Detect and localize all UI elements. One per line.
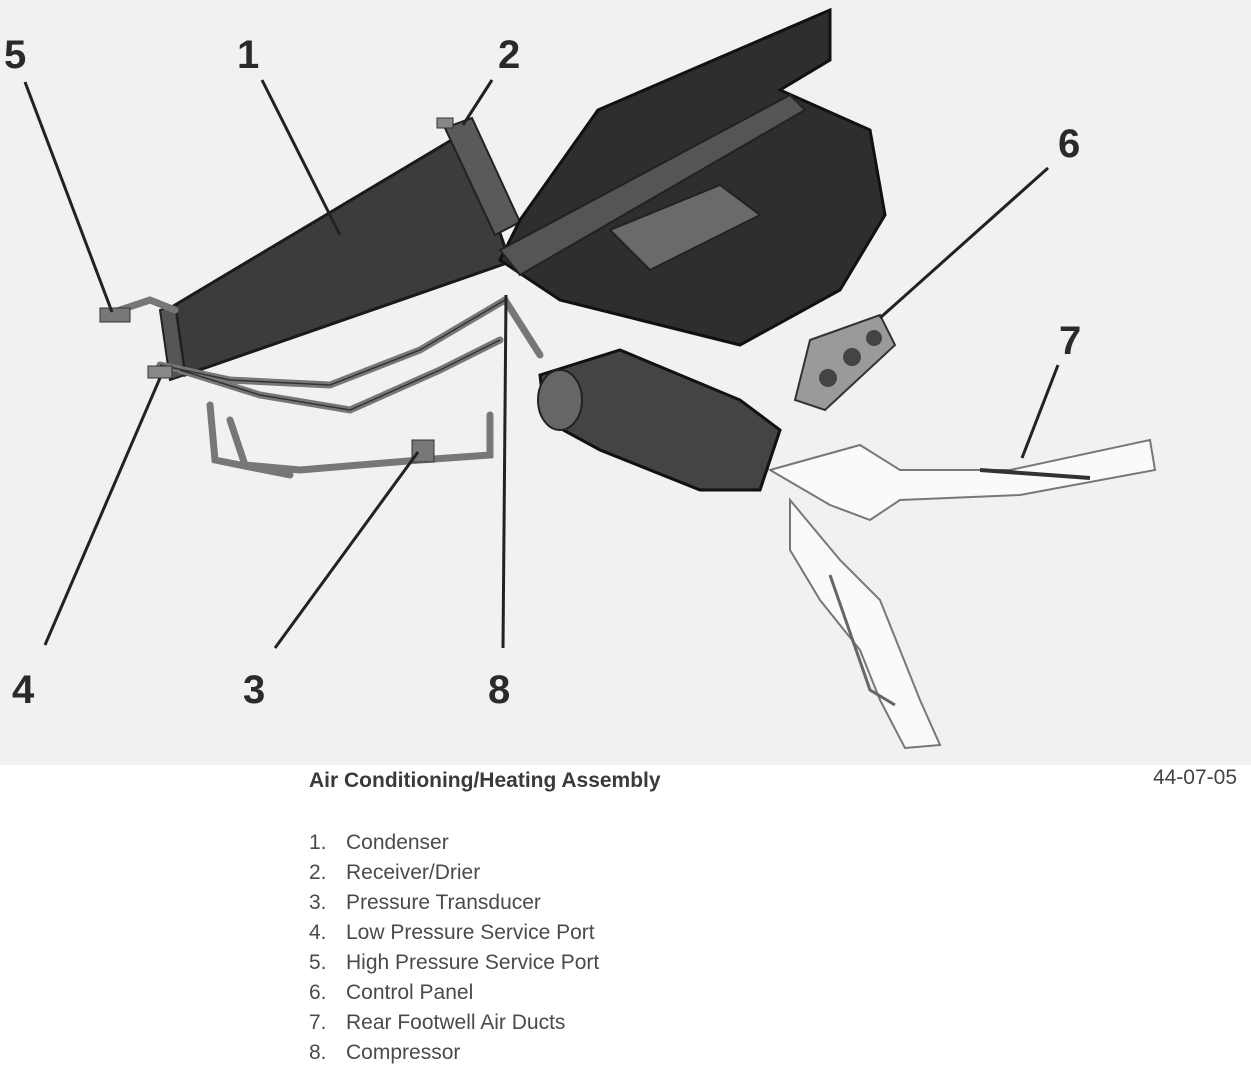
leader-line-8 [501,294,508,649]
legend-item-label: Condenser [346,831,449,854]
legend-item-label: Rear Footwell Air Ducts [346,1011,566,1034]
heater-box-shape [498,7,887,347]
legend-item: 6. Control Panel [309,978,599,1008]
callout-1: 1 [237,33,260,77]
assembly-drawing [23,7,1157,750]
figure-code: 44-07-05 [1152,766,1237,789]
leader-line-5 [23,81,114,313]
legend-item-label: Control Panel [346,981,474,1004]
low-pressure-port-shape [147,365,173,379]
pipe-outlines [159,299,506,411]
legend-item-number: 7. [309,1011,327,1034]
leader-line-1 [260,79,342,236]
assembly-illustration: 1 2 3 4 5 6 7 8 [0,0,1251,765]
legend-item-number: 8. [309,1041,327,1064]
legend-item-label: Receiver/Drier [346,861,481,884]
legend-item-number: 3. [309,891,327,914]
legend-list: 1. Condenser 2. Receiver/Drier 3. Pressure … [309,828,599,1068]
legend-item-label: High Pressure Service Port [346,951,600,974]
legend-item-label: Compressor [346,1041,461,1064]
condenser-shape [158,129,512,382]
callout-5: 5 [4,33,27,77]
leader-line-3 [273,451,420,649]
rear-footwell-air-ducts-shape [767,438,1157,750]
control-panel-shape [793,313,897,412]
legend-item: 7. Rear Footwell Air Ducts [309,1008,599,1038]
callout-4: 4 [12,668,35,712]
figure-caption: Air Conditioning/Heating Assembly [309,769,661,792]
legend-item: 2. Receiver/Drier [309,858,599,888]
legend-item-label: Low Pressure Service Port [346,921,595,944]
high-pressure-port-shape [99,307,131,323]
leader-line-2 [461,79,494,126]
leader-lines [23,79,1060,649]
legend-item-number: 5. [309,951,327,974]
leader-line-4 [43,377,162,646]
leader-line-6 [879,166,1049,320]
legend-item-number: 6. [309,981,327,1004]
legend-item: 3. Pressure Transducer [309,888,599,918]
legend-item-number: 4. [309,921,327,944]
callout-3: 3 [243,668,266,712]
legend-item: 1. Condenser [309,828,599,858]
callout-7: 7 [1059,319,1082,363]
leader-line-7 [1020,364,1060,459]
legend-item: 5. High Pressure Service Port [309,948,599,978]
legend-item: 8. Compressor [309,1038,599,1068]
compressor-shape [537,348,782,492]
legend-item-number: 1. [309,831,327,854]
callout-2: 2 [498,33,521,77]
legend-item-label: Pressure Transducer [346,891,541,914]
pressure-transducer-shape [411,439,435,463]
legend-item: 4. Low Pressure Service Port [309,918,599,948]
legend-item-number: 2. [309,861,327,884]
callout-6: 6 [1058,122,1081,166]
callout-8: 8 [488,668,511,712]
